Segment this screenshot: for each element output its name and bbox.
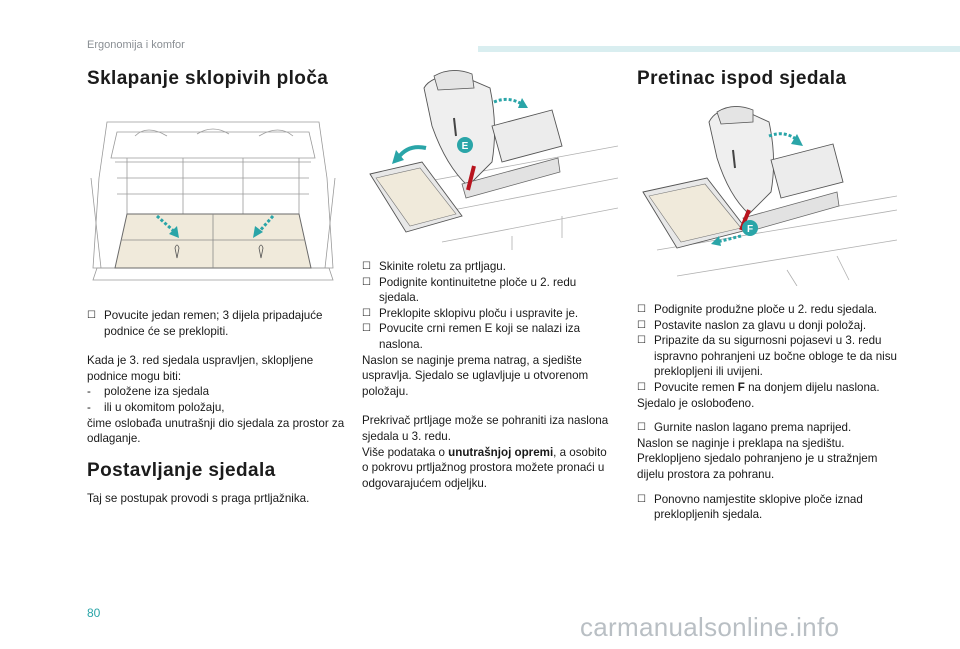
watermark: carmanualsonline.info xyxy=(580,612,840,642)
page-number: 80 xyxy=(87,606,101,620)
right-bullet-6: ☐Ponovno namjestite sklopive ploče iznad… xyxy=(637,492,863,522)
checkbox-bullet-icon: ☐ xyxy=(362,276,371,288)
checkbox-bullet-icon: ☐ xyxy=(362,307,371,319)
heading-pretinac: Pretinac ispod sjedala xyxy=(637,68,847,89)
left-bullet-1: ☐Povucite jedan remen; 3 dijela pripadaj… xyxy=(87,309,323,338)
right-paragraph-1: Sjedalo je oslobođeno. xyxy=(637,396,755,410)
checkbox-bullet-icon: ☐ xyxy=(637,335,646,347)
mid-bullet-3: ☐Preklopite sklopivu ploču i uspravite j… xyxy=(362,306,579,320)
left-dash-1: -položene iza sjedala xyxy=(87,385,210,399)
checkbox-bullet-icon: ☐ xyxy=(637,493,646,505)
left-dash-2: -ili u okomitom položaju, xyxy=(87,400,225,414)
mid-bullet-2: ☐Podignite kontinuitetne ploče u 2. redu… xyxy=(362,275,577,305)
heading-postavljanje: Postavljanje sjedala xyxy=(87,460,276,481)
checkbox-bullet-icon: ☐ xyxy=(362,261,371,272)
callout-e: E xyxy=(462,141,469,152)
checkbox-bullet-icon: ☐ xyxy=(362,323,371,335)
right-bullet-2: ☐Postavite naslon za glavu u donji polož… xyxy=(637,318,867,332)
left-paragraph-1: Kada je 3. red sjedala uspravljen, sklop… xyxy=(87,354,314,383)
callout-f: F xyxy=(747,224,753,235)
mid-paragraph-3: Više podataka o unutrašnjoj opremi, a os… xyxy=(362,445,607,490)
trunk-illustration xyxy=(87,118,339,286)
right-bullet-4: ☐Povucite remen F na donjem dijelu naslo… xyxy=(637,380,880,394)
right-bullet-5: ☐Gurnite naslon lagano prema naprijed. xyxy=(637,421,852,435)
section-title: Ergonomija i komfor xyxy=(87,39,185,51)
checkbox-bullet-icon: ☐ xyxy=(637,304,646,315)
mid-paragraph-2: Prekrivač prtljage može se pohraniti iza… xyxy=(362,414,609,443)
header-bar xyxy=(478,46,960,52)
checkbox-bullet-icon: ☐ xyxy=(87,310,96,321)
right-paragraph-2: Naslon se naginje i preklapa na sjedištu… xyxy=(637,436,878,481)
heading-sklapanje: Sklapanje sklopivih ploča xyxy=(87,68,329,89)
checkbox-bullet-icon: ☐ xyxy=(637,422,646,434)
mid-bullet-1: ☐Skinite roletu za prtljagu. xyxy=(362,260,506,273)
link-unutrasnja-oprema[interactable]: unutrašnjoj opremi xyxy=(448,445,554,459)
underseat-storage-illustration: F xyxy=(637,100,897,286)
mid-bullet-4: ☐Povucite crni remen E koji se nalazi iz… xyxy=(362,322,581,351)
left-paragraph-3: Taj se postupak provodi s praga prtljažn… xyxy=(87,492,310,505)
mid-paragraph-1: Naslon se naginje prema natrag, a sjediš… xyxy=(362,353,589,398)
right-bullet-1: ☐Podignite produžne ploče u 2. redu sjed… xyxy=(637,303,878,316)
checkbox-bullet-icon: ☐ xyxy=(637,319,646,331)
left-paragraph-2: čime oslobađa unutrašnji dio sjedala za … xyxy=(87,416,345,446)
checkbox-bullet-icon: ☐ xyxy=(637,381,646,393)
right-bullet-3: ☐Pripazite da su sigurnosni pojasevi u 3… xyxy=(637,334,897,379)
seat-fold-illustration: E xyxy=(362,66,618,252)
